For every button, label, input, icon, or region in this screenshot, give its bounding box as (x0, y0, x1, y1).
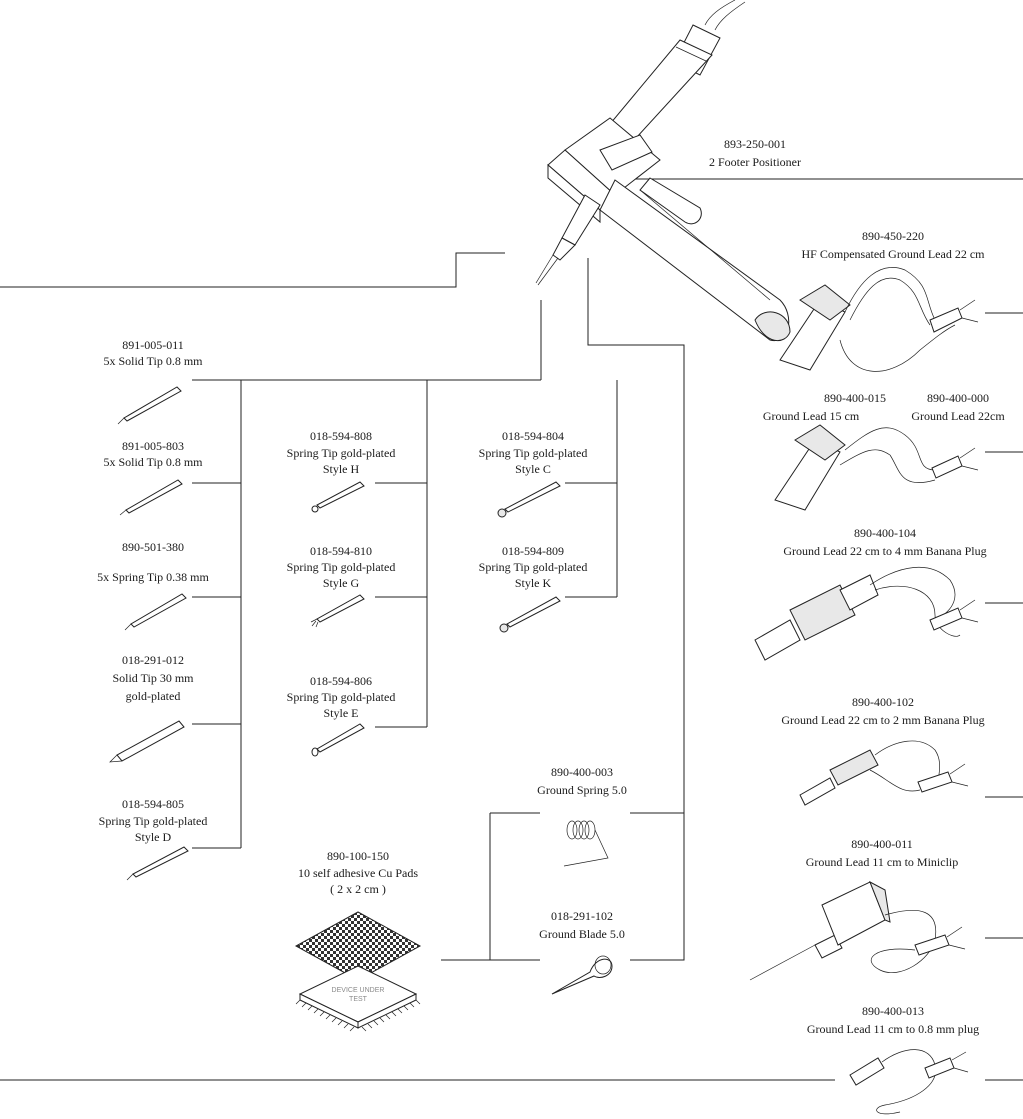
solid-tip-30-desc1: Solid Tip 30 mm (112, 671, 194, 685)
solid-tip-011-image (117, 386, 182, 425)
banana-2mm-desc: Ground Lead 22 cm to 2 mm Banana Plug (781, 713, 984, 727)
style-k-image (499, 596, 561, 633)
tip-solid-011[interactable]: 891-005-011 5x Solid Tip 0.8 mm (103, 338, 203, 425)
style-k-desc: Spring Tip gold-plated (479, 560, 588, 574)
cu-pads-part-no: 890-100-150 (327, 849, 389, 863)
connector-lines (0, 178, 1023, 1081)
lead-15-desc: Ground Lead 15 cm (763, 409, 860, 423)
style-h-desc: Spring Tip gold-plated (287, 446, 396, 460)
solid-tip-30-part-no: 018-291-012 (122, 653, 184, 667)
style-g-style: Style G (323, 576, 360, 590)
positioner-part-no: 893-250-001 (724, 137, 786, 151)
style-c-part-no: 018-594-804 (502, 429, 564, 443)
cu-pads-desc: 10 self adhesive Cu Pads (298, 866, 418, 880)
style-d-part-no: 018-594-805 (122, 797, 184, 811)
style-h-image (311, 481, 365, 513)
style-e-style: Style E (324, 706, 359, 720)
style-d-desc: Spring Tip gold-plated (99, 814, 208, 828)
solid-tip-803-image (119, 479, 183, 516)
hf-lead-desc: HF Compensated Ground Lead 22 cm (802, 247, 986, 261)
ground-blade-image (551, 955, 613, 995)
style-g-part-no: 018-594-810 (310, 544, 372, 558)
probe-positioner-illustration (535, 0, 791, 342)
tip-style-h[interactable]: 018-594-808 Spring Tip gold-plated Style… (287, 429, 396, 513)
lead-22-desc: Ground Lead 22cm (911, 409, 1005, 423)
device-under-test-chip: DEVICE UNDER TEST (295, 965, 421, 1032)
positioner-label: 893-250-001 2 Footer Positioner (709, 137, 801, 169)
hf-ground-lead[interactable]: 890-450-220 HF Compensated Ground Lead 2… (779, 229, 986, 372)
style-h-style: Style H (323, 462, 360, 476)
miniclip-image (749, 880, 966, 981)
tip-style-c[interactable]: 018-594-804 Spring Tip gold-plated Style… (479, 429, 588, 518)
style-k-style: Style K (515, 576, 552, 590)
spring-tip-380-image (124, 593, 187, 631)
plug-08-part-no: 890-400-013 (862, 1004, 924, 1018)
ground-spring-part-no: 890-400-003 (551, 765, 613, 779)
positioner-desc: 2 Footer Positioner (709, 155, 801, 169)
tip-spring-380[interactable]: 890-501-380 5x Spring Tip 0.38 mm (97, 540, 210, 631)
ground-spring-image (563, 820, 609, 867)
style-g-desc: Spring Tip gold-plated (287, 560, 396, 574)
hf-lead-image (779, 267, 979, 372)
ground-spring[interactable]: 890-400-003 Ground Spring 5.0 (537, 765, 627, 867)
miniclip-part-no: 890-400-011 (851, 837, 913, 851)
hf-lead-part-no: 890-450-220 (862, 229, 924, 243)
solid-tip-30-image (109, 720, 185, 763)
solid-tip-803-desc: 5x Solid Tip 0.8 mm (103, 455, 203, 469)
style-e-desc: Spring Tip gold-plated (287, 690, 396, 704)
cu-pads-size: ( 2 x 2 cm ) (330, 882, 386, 896)
ground-blade-desc: Ground Blade 5.0 (539, 927, 625, 941)
banana-4mm-lead[interactable]: 890-400-104 Ground Lead 22 cm to 4 mm Ba… (754, 526, 987, 661)
cu-pads[interactable]: 890-100-150 10 self adhesive Cu Pads ( 2… (294, 849, 422, 1032)
style-e-part-no: 018-594-806 (310, 674, 372, 688)
solid-tip-011-desc: 5x Solid Tip 0.8 mm (103, 354, 203, 368)
plug-08-image (849, 1049, 969, 1115)
plug-08-desc: Ground Lead 11 cm to 0.8 mm plug (807, 1022, 979, 1036)
miniclip-lead[interactable]: 890-400-011 Ground Lead 11 cm to Minicli… (749, 837, 966, 981)
ground-blade-part-no: 018-291-102 (551, 909, 613, 923)
style-c-desc: Spring Tip gold-plated (479, 446, 588, 460)
banana-2mm-image (799, 740, 969, 806)
chip-label-line1: DEVICE UNDER (332, 987, 385, 994)
style-c-style: Style C (515, 462, 551, 476)
tip-style-g[interactable]: 018-594-810 Spring Tip gold-plated Style… (287, 544, 396, 628)
tip-solid-30[interactable]: 018-291-012 Solid Tip 30 mm gold-plated (109, 653, 194, 763)
style-g-image (310, 594, 365, 628)
tip-style-d[interactable]: 018-594-805 Spring Tip gold-plated Style… (99, 797, 208, 881)
lead-15-part-no: 890-400-015 (824, 391, 886, 405)
tip-style-e[interactable]: 018-594-806 Spring Tip gold-plated Style… (287, 674, 396, 757)
banana-2mm-part-no: 890-400-102 (852, 695, 914, 709)
style-d-style: Style D (135, 830, 172, 844)
style-d-image (126, 846, 189, 881)
tip-style-k[interactable]: 018-594-809 Spring Tip gold-plated Style… (479, 544, 588, 633)
ground-blade[interactable]: 018-291-102 Ground Blade 5.0 (539, 909, 625, 995)
banana-4mm-desc: Ground Lead 22 cm to 4 mm Banana Plug (783, 544, 986, 558)
chip-label-line2: TEST (349, 996, 368, 1003)
banana-4mm-image (754, 567, 979, 661)
ground-spring-desc: Ground Spring 5.0 (537, 783, 627, 797)
style-k-part-no: 018-594-809 (502, 544, 564, 558)
style-e-image (311, 723, 365, 757)
plug-08-lead[interactable]: 890-400-013 Ground Lead 11 cm to 0.8 mm … (807, 1004, 979, 1115)
spring-tip-380-desc: 5x Spring Tip 0.38 mm (97, 570, 209, 584)
solid-tip-30-desc2: gold-plated (126, 689, 181, 703)
miniclip-desc: Ground Lead 11 cm to Miniclip (806, 855, 959, 869)
tip-solid-803[interactable]: 891-005-803 5x Solid Tip 0.8 mm (103, 439, 203, 516)
spring-tip-380-part-no: 890-501-380 (122, 540, 184, 554)
style-c-image (497, 481, 561, 518)
solid-tip-803-part-no: 891-005-803 (122, 439, 184, 453)
banana-2mm-lead[interactable]: 890-400-102 Ground Lead 22 cm to 2 mm Ba… (781, 695, 985, 806)
banana-4mm-part-no: 890-400-104 (854, 526, 916, 540)
lead-15-22-image (774, 424, 979, 511)
ground-lead-15-22[interactable]: 890-400-015 Ground Lead 15 cm 890-400-00… (763, 391, 1005, 511)
lead-22-part-no: 890-400-000 (927, 391, 989, 405)
style-h-part-no: 018-594-808 (310, 429, 372, 443)
solid-tip-011-part-no: 891-005-011 (122, 338, 184, 352)
